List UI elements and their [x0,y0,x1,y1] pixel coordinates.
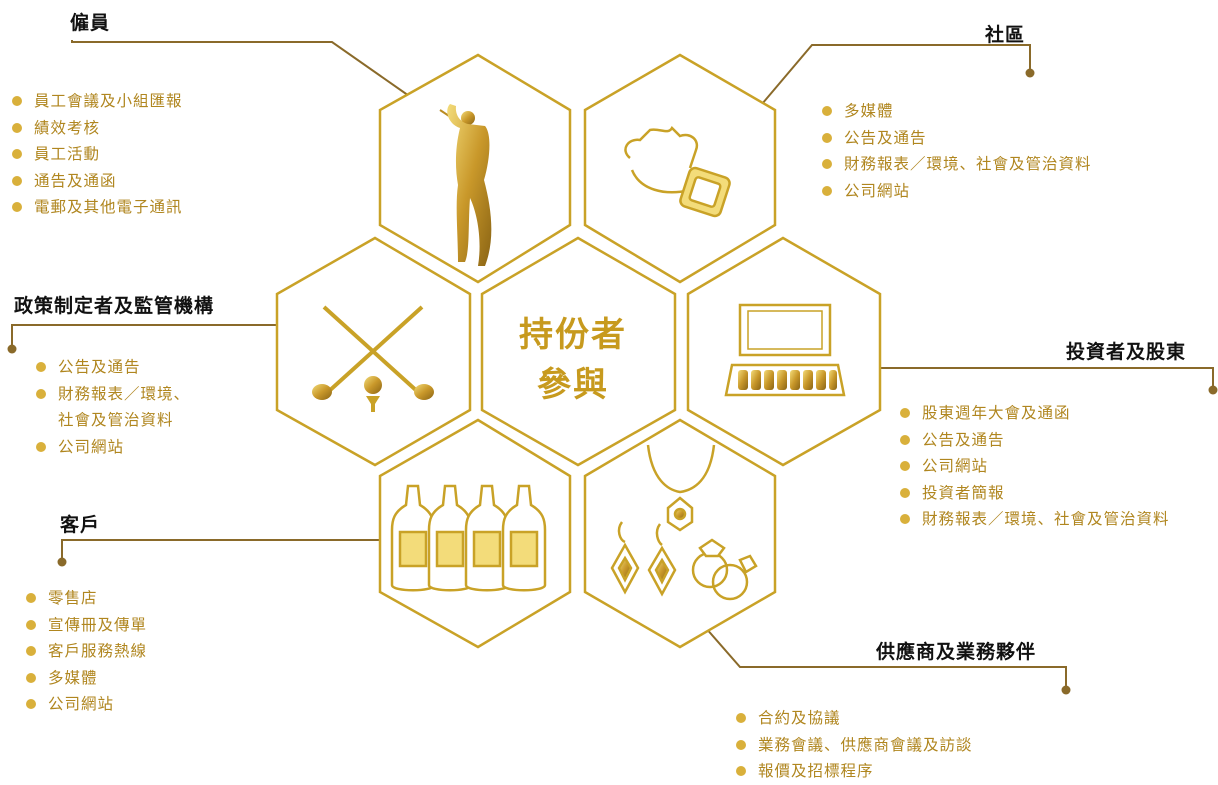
connector-lines [11,40,1214,690]
bullet-icon [12,202,22,212]
center-line2: 參與 [537,365,609,405]
list-item: 公司網站 [822,178,1092,205]
connector-policymakers [11,324,288,349]
list-item: 多媒體 [822,98,1092,125]
bullet-icon [900,514,910,524]
hex-community [583,53,777,284]
bullet-icon [36,388,46,399]
employees-title: 僱員 [70,12,111,34]
bullet-icon [26,646,36,656]
watch-case-icon [724,303,846,397]
list-item: 多媒體 [26,665,147,692]
connector-community [761,44,1031,105]
bullet-icon [26,619,36,630]
list-item: 員工活動 [12,141,183,168]
bullet-icon [26,593,36,603]
list-item: 財務報表／環境、 [36,381,190,408]
connector-dots [7,68,1218,695]
bullet-icon [12,149,22,159]
list-item: 社會及管治資料 [58,411,174,429]
connector-suppliers [704,626,1067,690]
bullet-icon [736,739,746,750]
center-line1: 持份者 [519,315,627,355]
bullet-icon [736,766,746,776]
customers-list: 零售店 宣傳冊及傳單 客戶服務熱線 多媒體 公司網站 [26,585,147,718]
bullet-icon [26,672,36,683]
bullet-icon [900,487,910,498]
center-label: 持份者 參與 [515,310,631,410]
connector-employees [71,40,413,99]
golfer-icon [439,104,492,266]
list-item: 股東週年大會及通函 [900,400,1170,427]
list-item: 財務報表／環境、社會及管治資料 [900,506,1170,533]
bullet-icon [26,699,36,709]
golf-clubs-icon [312,305,434,412]
bullet-icon [900,461,910,471]
list-item: 公司網站 [26,691,147,718]
bullet-icon [12,175,22,186]
bullet-icon [36,362,46,372]
hex-investors [686,236,882,467]
list-item: 員工會議及小組匯報 [12,88,183,115]
bullet-icon [822,185,832,196]
bullet-icon [822,159,832,169]
list-item: 公告及通告 [36,354,190,381]
bullet-icon [12,96,22,106]
list-item: 零售店 [26,585,147,612]
customers-title: 客戶 [60,514,101,536]
suppliers-title: 供應商及業務夥伴 [876,641,1037,663]
list-item: 合約及協議 [736,705,973,732]
list-item: 公司網站 [36,434,190,461]
policymakers-list: 公告及通告 財務報表／環境、 社會及管治資料 公司網站 [36,354,190,460]
list-item: 電郵及其他電子通訊 [12,194,183,221]
hex-suppliers [583,418,777,649]
hex-center [480,236,677,467]
wine-bottles-icon [390,484,547,592]
jewelry-icon [610,444,758,601]
bullet-icon [900,408,910,418]
list-item: 財務報表／環境、社會及管治資料 [822,151,1092,178]
list-item: 業務會議、供應商會議及訪談 [736,732,973,759]
bullet-icon [12,122,22,133]
bullet-icon [822,132,832,143]
employees-list: 員工會議及小組匯報 績效考核 員工活動 通告及通函 電郵及其他電子通訊 [12,88,183,221]
bullet-icon [36,441,46,452]
list-item: 公告及通告 [900,427,1170,454]
connector-customers [61,539,400,562]
list-item: 客戶服務熱線 [26,638,147,665]
bullet-icon [736,713,746,723]
bullet-icon [900,434,910,445]
list-item: 宣傳冊及傳單 [26,612,147,639]
community-list: 多媒體 公告及通告 財務報表／環境、社會及管治資料 公司網站 [822,98,1092,204]
investors-title: 投資者及股東 [1066,341,1187,363]
policymakers-title: 政策制定者及監管機構 [14,295,215,317]
list-item: 投資者簡報 [900,480,1170,507]
list-item: 績效考核 [12,115,183,142]
community-title: 社區 [985,24,1026,46]
list-item: 公告及通告 [822,125,1092,152]
list-item: 通告及通函 [12,168,183,195]
investors-list: 股東週年大會及通函 公告及通告 公司網站 投資者簡報 財務報表／環境、社會及管治… [900,400,1170,533]
bullet-icon [822,106,832,116]
list-item: 公司網站 [900,453,1170,480]
suppliers-list: 合約及協議 業務會議、供應商會議及訪談 報價及招標程序 [736,705,973,785]
list-item: 報價及招標程序 [736,758,973,785]
smartwatch-icon [624,125,731,218]
